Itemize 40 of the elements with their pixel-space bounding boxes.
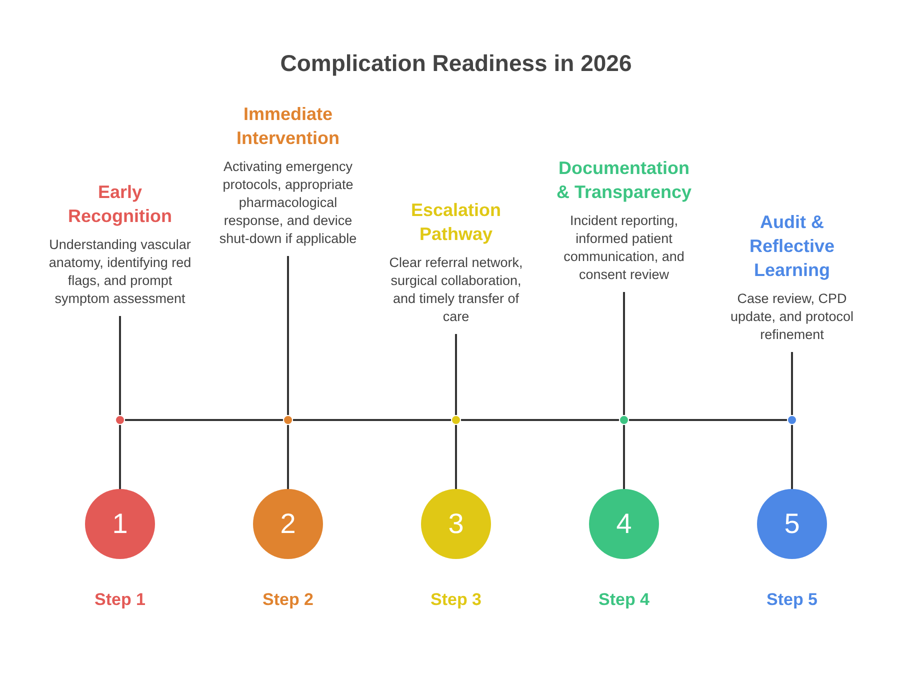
connector-line bbox=[623, 292, 625, 415]
connector-line bbox=[455, 425, 457, 489]
step-description: Understanding vascular anatomy, identifying red flags, and prompt symptom assessment bbox=[48, 236, 192, 308]
connector-line bbox=[461, 419, 619, 421]
timeline-dot bbox=[619, 415, 629, 425]
step-label: Step 4 bbox=[597, 590, 651, 610]
step-label: Step 2 bbox=[261, 590, 315, 610]
timeline-dot bbox=[451, 415, 461, 425]
connector-line bbox=[629, 419, 787, 421]
timeline-dot bbox=[115, 415, 125, 425]
step-label: Step 1 bbox=[93, 590, 147, 610]
connector-line bbox=[287, 425, 289, 489]
connector-line bbox=[455, 334, 457, 415]
step-description: Clear referral network, surgical collaboration, and timely transfer of care bbox=[388, 254, 524, 326]
step-heading: Documentation & Transparency bbox=[555, 157, 693, 204]
title: Complication Readiness in 2026 bbox=[279, 50, 633, 77]
step-number-circle: 4 bbox=[589, 489, 659, 559]
timeline-dot bbox=[283, 415, 293, 425]
step-description: Incident reporting, informed patient communication, and consent review bbox=[562, 212, 686, 284]
connector-line bbox=[293, 419, 451, 421]
step-label: Step 3 bbox=[429, 590, 483, 610]
step-number-circle: 5 bbox=[757, 489, 827, 559]
step-number-circle: 1 bbox=[85, 489, 155, 559]
step-description: Activating emergency protocols, appropriate pharmacological response, and device shut-down if applicable bbox=[218, 158, 358, 248]
step-heading: Early Recognition bbox=[67, 181, 173, 228]
step-heading: Immediate Intervention bbox=[235, 103, 340, 150]
step-description: Case review, CPD update, and protocol refinement bbox=[729, 290, 855, 344]
connector-line bbox=[791, 425, 793, 489]
step-heading: Escalation Pathway bbox=[410, 199, 502, 246]
step-number-circle: 2 bbox=[253, 489, 323, 559]
step-label: Step 5 bbox=[765, 590, 819, 610]
step-number-circle: 3 bbox=[421, 489, 491, 559]
timeline-dot bbox=[787, 415, 797, 425]
connector-line bbox=[287, 256, 289, 415]
connector-line bbox=[125, 419, 283, 421]
connector-line bbox=[791, 352, 793, 415]
connector-line bbox=[119, 316, 121, 415]
connector-line bbox=[119, 425, 121, 489]
connector-line bbox=[623, 425, 625, 489]
step-heading: Audit & Reflective Learning bbox=[748, 211, 836, 282]
